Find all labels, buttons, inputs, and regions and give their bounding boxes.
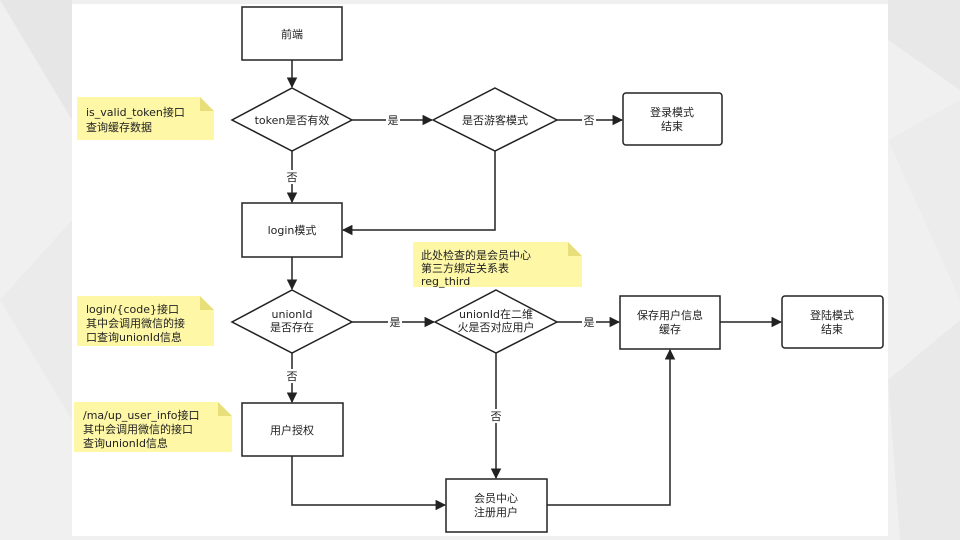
node-login-mode-end: 登录模式 结束: [622, 92, 723, 146]
note-info-line2: 其中会调用微信的接口: [83, 422, 193, 436]
node-login-end-line2: 结束: [821, 323, 843, 336]
edge-label-yes-3: 是: [584, 316, 595, 329]
node-unionid-exists-line1: unionId: [272, 308, 313, 321]
node-member-register: 会员中心 注册用户: [445, 478, 548, 533]
node-unionid-mapped-line1: unionId在二维: [459, 308, 533, 321]
note-info-line3: 查询unionId信息: [83, 436, 168, 450]
node-login-end-line1: 登陆模式: [810, 308, 854, 322]
node-login-mode-label: login模式: [268, 224, 317, 237]
edge-label-no-1: 否: [584, 114, 595, 127]
note-up-user-info: /ma/up_user_info接口 其中会调用微信的接口 查询unionId信…: [74, 402, 232, 452]
note-reg-line1: 此处检查的是会员中心: [421, 248, 531, 262]
edge-label-no-4: 否: [491, 410, 502, 423]
node-login-end: 登陆模式 结束: [781, 295, 884, 349]
note-reg-line3: reg_third: [421, 275, 470, 288]
node-token-valid: token是否有效: [230, 87, 354, 152]
note-reg-line2: 第三方绑定关系表: [421, 261, 509, 275]
note-info-line1: /ma/up_user_info接口: [83, 409, 199, 422]
node-login-mode: login模式: [241, 202, 343, 258]
edge-label-yes-2: 是: [390, 316, 401, 329]
node-member-register-line1: 会员中心: [474, 492, 518, 505]
node-save-cache-line2: 缓存: [659, 322, 681, 336]
flowchart-canvas: is_valid_token接口 查询缓存数据 此处检查的是会员中心 第三方绑定…: [72, 4, 888, 536]
edge-label-no-3: 否: [287, 370, 298, 383]
node-save-cache: 保存用户信息 缓存: [619, 295, 721, 350]
node-user-auth-label: 用户授权: [270, 423, 314, 437]
note-token-line1: is_valid_token接口: [86, 106, 185, 119]
edge-guest-loginmode: [341, 151, 496, 236]
edge-register-save: [547, 348, 676, 506]
node-login-mode-end-line2: 结束: [661, 120, 683, 133]
node-unionid-mapped: unionId在二维 火是否对应用户: [433, 289, 559, 354]
edge-labels: 是 否 否 是 是 否 否: [285, 113, 596, 423]
flowchart: is_valid_token接口 查询缓存数据 此处检查的是会员中心 第三方绑定…: [74, 6, 884, 533]
note-reg-third: 此处检查的是会员中心 第三方绑定关系表 reg_third: [413, 242, 582, 288]
node-frontend: 前端: [241, 6, 343, 61]
node-save-cache-line1: 保存用户信息: [637, 308, 703, 322]
node-unionid-exists: unionId 是否存在: [230, 289, 354, 354]
node-unionid-mapped-line2: 火是否对应用户: [458, 320, 535, 334]
note-login-code: login/{code}接口 其中会调用微信的接 口查询unionId信息: [77, 296, 214, 346]
node-user-auth: 用户授权: [241, 402, 344, 457]
note-token-line2: 查询缓存数据: [86, 120, 152, 134]
note-token: is_valid_token接口 查询缓存数据: [77, 97, 214, 140]
node-unionid-exists-line2: 是否存在: [270, 320, 314, 334]
node-member-register-line2: 注册用户: [474, 505, 518, 519]
node-guest-mode: 是否游客模式: [431, 87, 559, 152]
node-frontend-label: 前端: [281, 27, 303, 41]
node-token-valid-label: token是否有效: [255, 113, 330, 127]
note-code-line2: 其中会调用微信的接: [86, 316, 185, 330]
note-code-line1: login/{code}接口: [86, 303, 179, 316]
node-guest-mode-label: 是否游客模式: [462, 113, 528, 127]
edge-label-yes-1: 是: [388, 114, 399, 127]
node-login-mode-end-line1: 登录模式: [650, 105, 694, 119]
edge-userauth-register: [291, 456, 447, 511]
note-code-line3: 口查询unionId信息: [86, 330, 182, 344]
edge-label-no-2: 否: [287, 171, 298, 184]
